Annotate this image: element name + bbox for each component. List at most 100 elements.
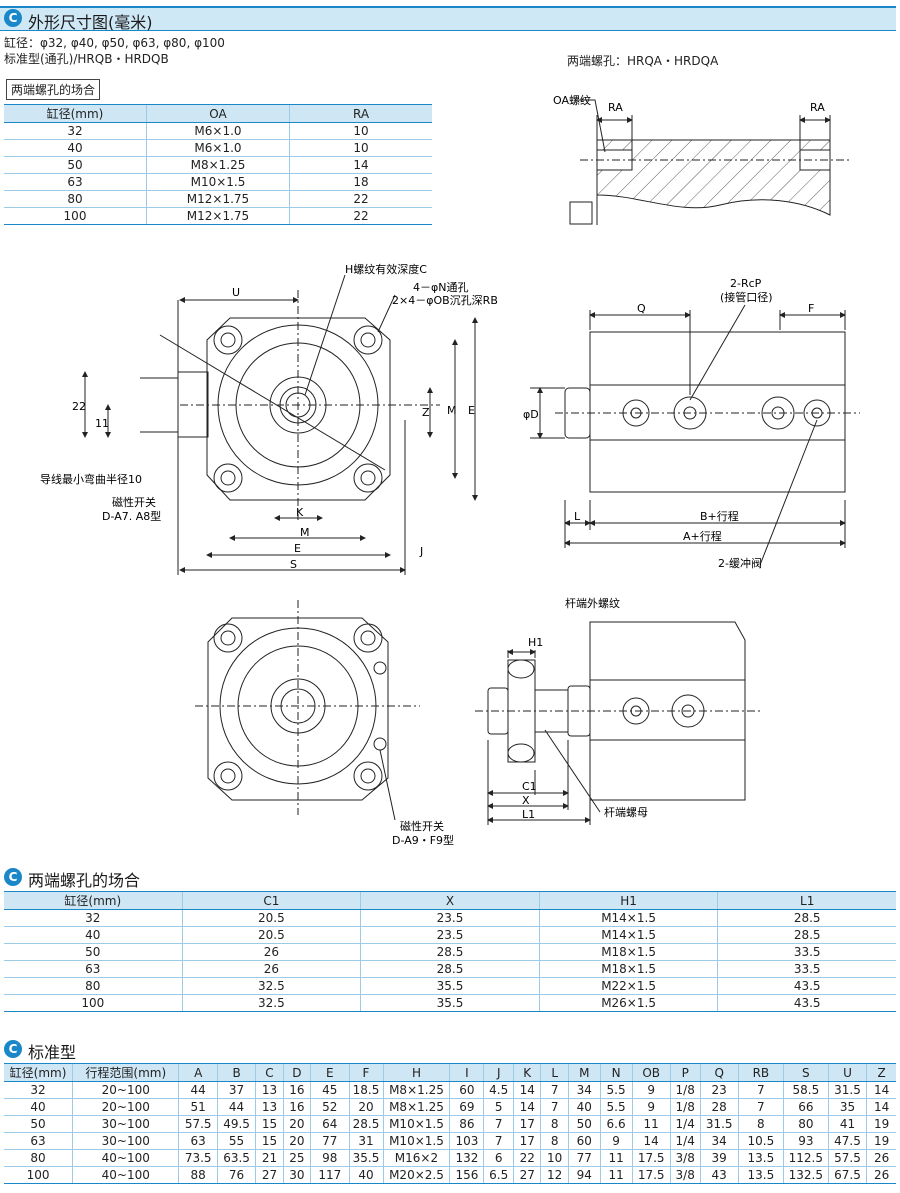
column-header: U: [827, 1063, 867, 1082]
table-cell: 40~100: [72, 1149, 179, 1167]
table-cell: 63: [178, 1132, 218, 1150]
table-cell: 19: [866, 1132, 896, 1150]
table-cell: 100: [4, 994, 183, 1012]
table-cell: M18×1.5: [538, 943, 718, 961]
l1-label: L1: [522, 808, 535, 821]
table-cell: 32: [4, 909, 183, 927]
table-cell: 40: [4, 139, 147, 157]
table-cell: M10×1.5: [382, 1132, 450, 1150]
table-cell: 20: [282, 1115, 311, 1133]
u-label: U: [232, 286, 240, 299]
table-cell: 14: [866, 1098, 896, 1116]
table-cell: 19: [866, 1115, 896, 1133]
column-header: 缸径(mm): [4, 891, 183, 910]
table-cell: 44: [216, 1098, 256, 1116]
table-cell: 11: [631, 1115, 671, 1133]
table-cell: 14: [866, 1081, 896, 1099]
table-cell: 25: [282, 1149, 311, 1167]
table-cell: M14×1.5: [538, 909, 718, 927]
table-cell: 23.5: [360, 909, 540, 927]
table-cell: M10×1.5: [382, 1115, 450, 1133]
table-cell: 66: [782, 1098, 829, 1116]
table-cell: 76: [216, 1166, 256, 1184]
table-cell: 13.5: [737, 1149, 784, 1167]
table-cell: 32: [4, 122, 147, 140]
f-label: F: [808, 302, 814, 315]
dim-11-label: 11: [95, 417, 109, 430]
table-cell: 51: [178, 1098, 218, 1116]
column-header: 缸径(mm): [4, 1063, 73, 1082]
table-cell: 10: [540, 1149, 569, 1167]
table-cell: 1/8: [669, 1081, 700, 1099]
table-cell: 11: [599, 1149, 632, 1167]
table-cell: M12×1.75: [146, 190, 290, 208]
table-cell: 94: [567, 1166, 601, 1184]
table-cell: 26: [181, 960, 361, 978]
table-cell: 13.5: [737, 1166, 784, 1184]
table-cell: 63.5: [216, 1149, 256, 1167]
table-cell: 9: [599, 1132, 632, 1150]
table-cell: 26: [181, 943, 361, 961]
table-cell: 20.5: [181, 926, 361, 944]
table-cell: 7: [737, 1081, 784, 1099]
table-cell: M12×1.75: [146, 207, 290, 225]
table-cell: M8×1.25: [382, 1098, 450, 1116]
table-cell: 63: [4, 960, 183, 978]
table-cell: 86: [449, 1115, 484, 1133]
table-cell: 28.5: [348, 1115, 383, 1133]
table-cell: 14: [289, 156, 432, 174]
table-cell: 44: [178, 1081, 218, 1099]
table-cell: 50: [4, 1115, 73, 1133]
table-cell: 43: [699, 1166, 739, 1184]
n-hole-label: 4－φN通孔: [413, 281, 468, 294]
table-cell: 23: [699, 1081, 739, 1099]
table-cell: 11: [599, 1166, 632, 1184]
column-header: 行程范围(mm): [72, 1063, 179, 1082]
table-cell: 30~100: [72, 1115, 179, 1133]
table-cell: 80: [4, 977, 183, 995]
table-cell: 63: [4, 173, 147, 191]
table-cell: 21: [255, 1149, 284, 1167]
table-cell: 26: [866, 1149, 896, 1167]
ob-counterbore-label: 2×4－φOB沉孔深RB: [392, 294, 498, 307]
table-cell: 50: [567, 1115, 601, 1133]
column-header: A: [178, 1063, 218, 1082]
column-header: H1: [538, 891, 718, 910]
table-cell: 156: [449, 1166, 484, 1184]
table-cell: 39: [699, 1149, 739, 1167]
dim-22-label: 22: [72, 400, 86, 413]
table-cell: 32: [4, 1081, 73, 1099]
side-view: [530, 304, 860, 566]
table-cell: 100: [4, 207, 147, 225]
table-cell: 30~100: [72, 1132, 179, 1150]
table-cell: 132.5: [782, 1166, 829, 1184]
table-cell: 18: [289, 173, 432, 191]
table-cell: 33.5: [717, 943, 896, 961]
table-cell: 77: [567, 1149, 601, 1167]
table-cell: 10.5: [737, 1132, 784, 1150]
m-label-side: M: [447, 404, 457, 417]
oa-thread-label: OA螺纹: [553, 93, 591, 107]
switch2-title: 磁性开关: [400, 819, 444, 833]
table-cell: 17: [513, 1132, 541, 1150]
column-header: RA: [289, 104, 432, 123]
table-cell: 8: [540, 1132, 569, 1150]
table-cell: M22×1.5: [538, 977, 718, 995]
end-view-main: [82, 274, 478, 575]
column-header: RB: [737, 1063, 784, 1082]
table-cell: 15: [255, 1132, 284, 1150]
table-cell: 80: [4, 190, 147, 208]
column-header: F: [348, 1063, 383, 1082]
table-cell: 16: [282, 1081, 311, 1099]
table-cell: M6×1.0: [146, 139, 290, 157]
q-label: Q: [637, 302, 646, 315]
